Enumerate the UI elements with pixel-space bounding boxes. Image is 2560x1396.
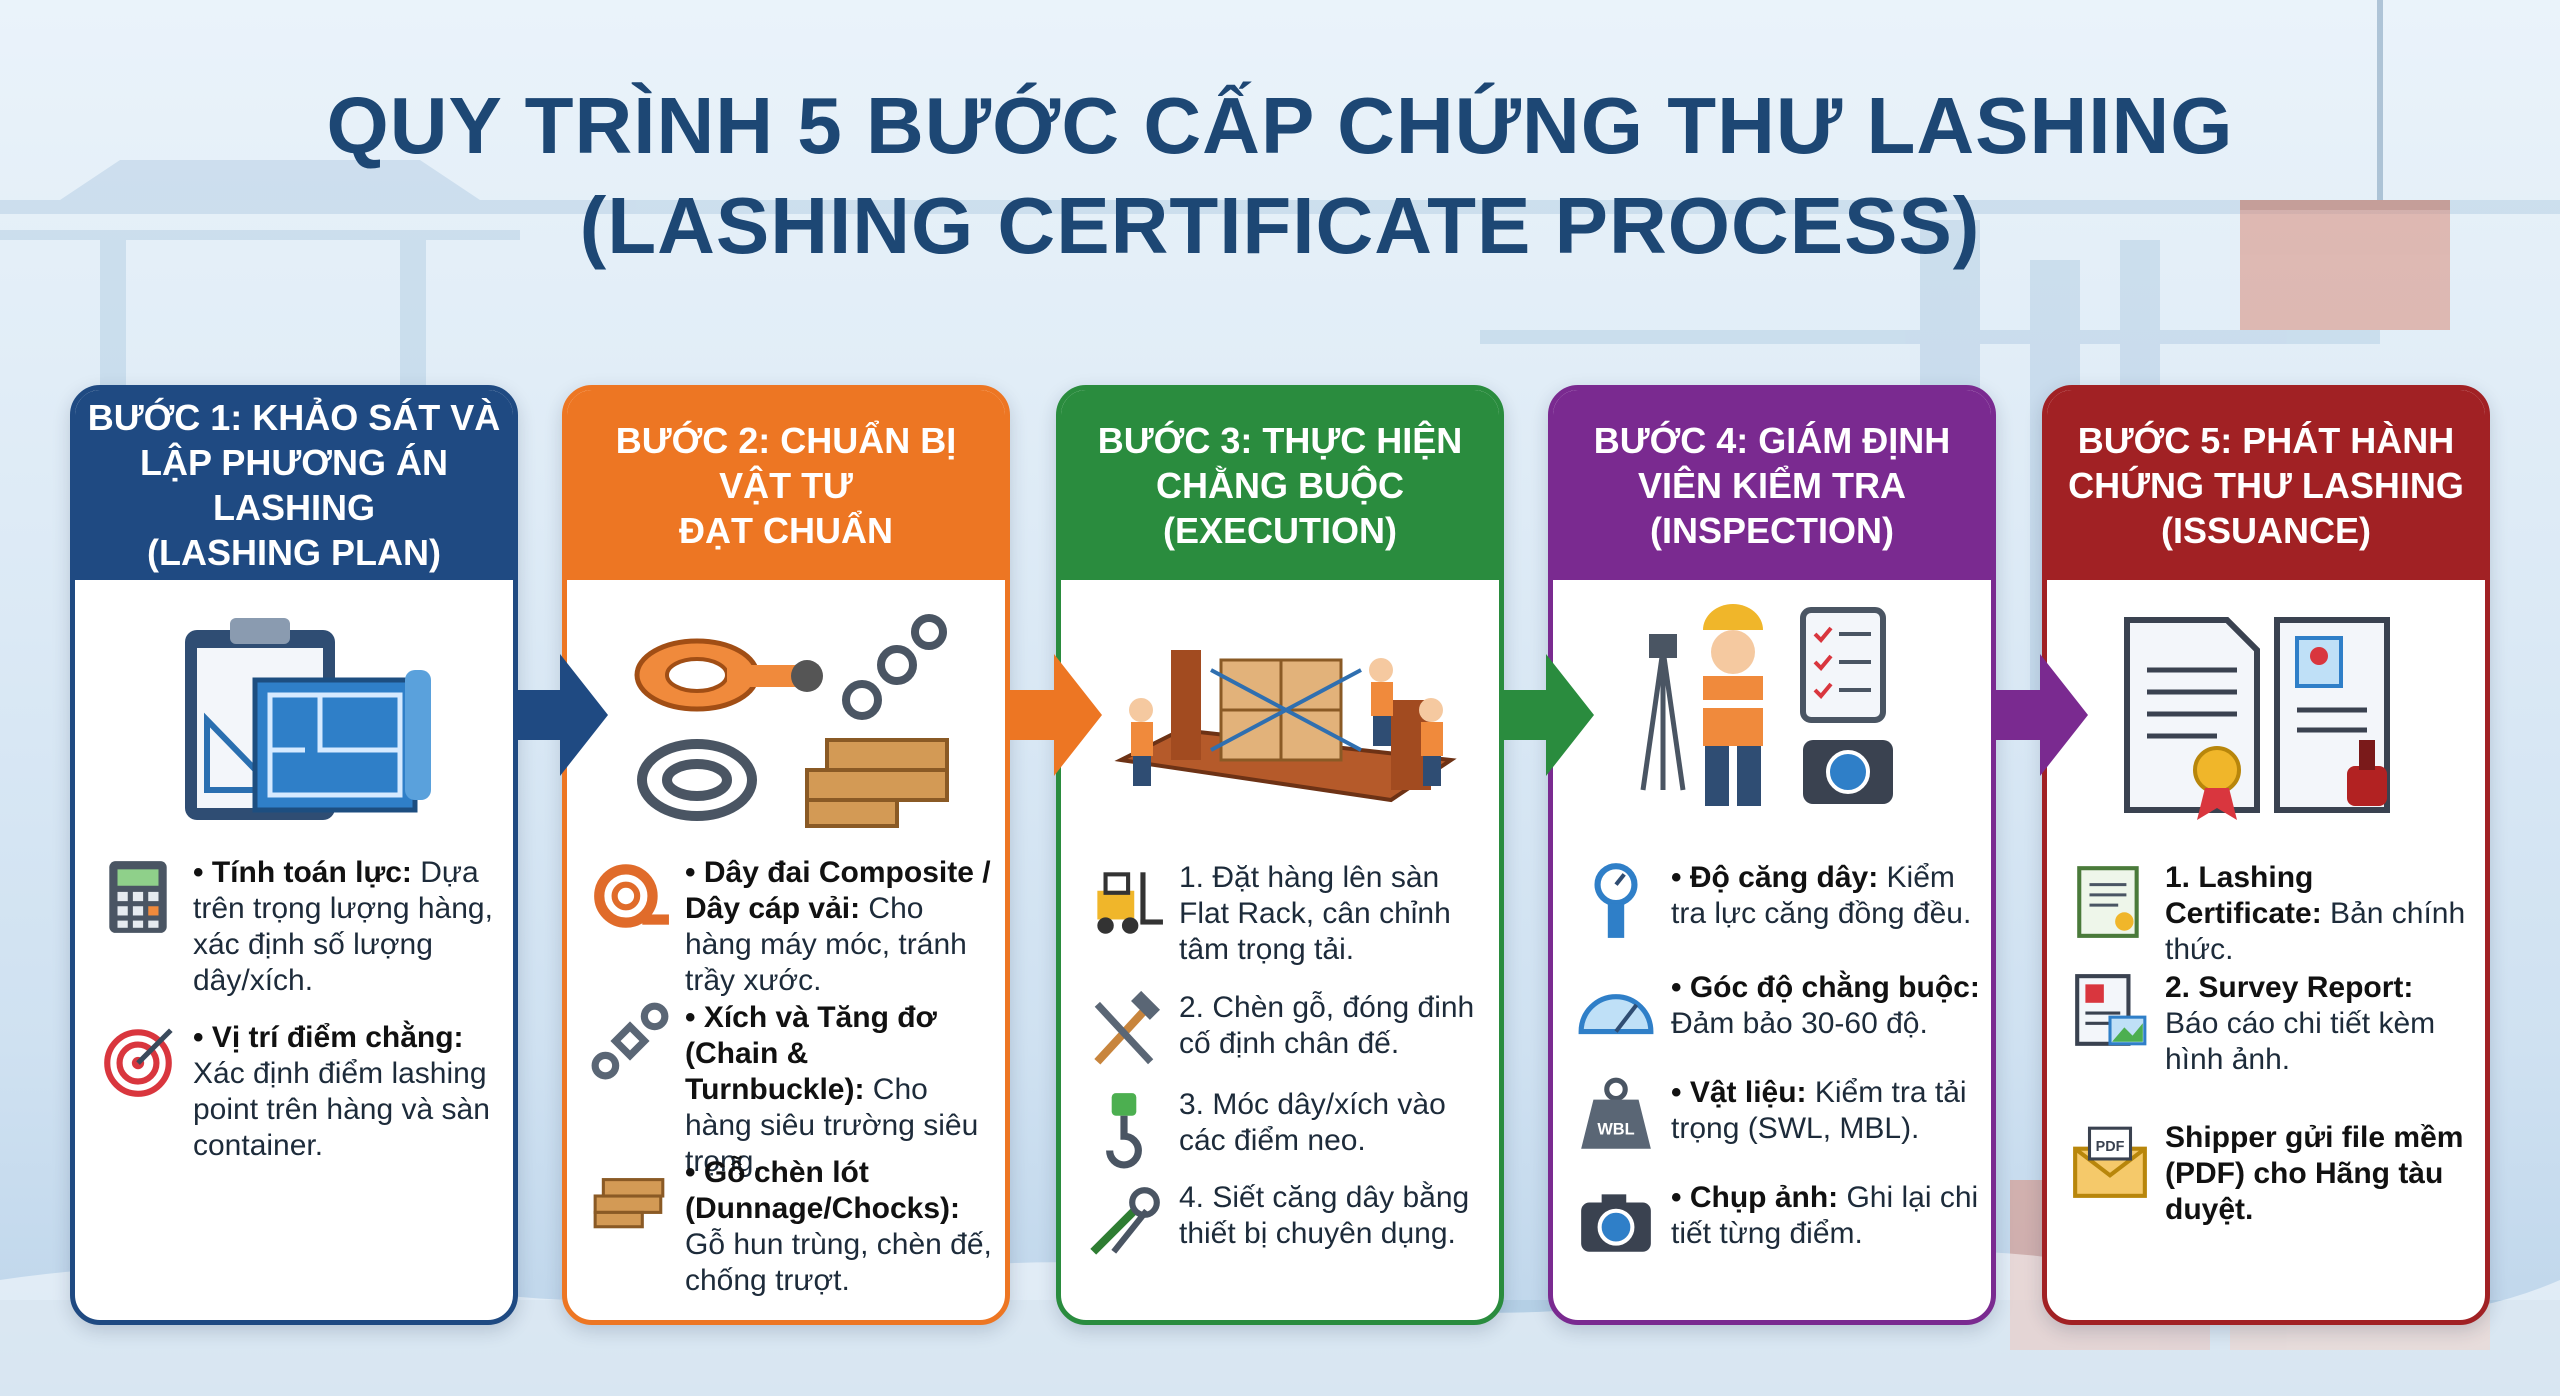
step-3-title-line: BƯỚC 3: THỰC HIỆN [1097,419,1463,461]
item-text: • Chụp ảnh: Ghi lại chi tiết từng điểm. [1671,1181,1979,1250]
item-text: Shipper gửi file mềm (PDF) cho Hãng tàu … [2165,1121,2464,1226]
inspector-icon [1640,604,1893,806]
arrow-right-icon [1500,654,1594,776]
step-5-title-line: BƯỚC 5: PHÁT HÀNH [2077,419,2455,461]
arrow-right-icon [514,654,608,776]
turnbuckle-icon [591,1002,669,1080]
item-text: • Vị trí điểm chằng: Xác định điểm lashi… [193,1021,490,1162]
report-icon [2075,974,2147,1046]
step-2-title-line: VẬT TƯ [719,464,853,506]
svg-text:PDF: PDF [2096,1139,2125,1155]
certificate-documents-icon [2124,617,2390,820]
item-text: • Gỗ chèn lót (Dunnage/Chocks): Gỗ hun t… [685,1156,992,1297]
step-2-header: BƯỚC 2: CHUẨN BỊ VẬT TƯ ĐẠT CHUẨN [567,390,1005,580]
step-4-title-line: (INSPECTION) [1649,509,1894,551]
item-text: 4. Siết căng dây bằng thiết bị chuyên dụ… [1179,1181,1470,1250]
target-icon [104,1028,173,1097]
calculator-icon [109,861,167,933]
arrow-right-icon [1008,654,1102,776]
clipboard-blueprint-icon [185,618,431,820]
step-1-card: BƯỚC 1: KHẢO SÁT VÀ LẬP PHƯƠNG ÁN LASHIN… [70,385,518,1325]
tensioner-icon [1090,1187,1160,1255]
step-4-title-line: VIÊN KIỂM TRA [1637,464,1906,506]
hook-icon [1106,1093,1142,1169]
step-3-title-line: CHẰNG BUỘC [1156,464,1404,506]
workers-flat-rack-icon [1114,650,1457,803]
step-5-header: BƯỚC 5: PHÁT HÀNH CHỨNG THƯ LASHING (ISS… [2047,390,2485,580]
item-text: • Tính toán lực: Dựa trên trọng lượng hà… [193,856,493,997]
strap-roll-icon [594,864,669,928]
pdf-mail-icon: PDF [2073,1126,2147,1198]
item-text: • Xích và Tăng đơ (Chain & Turnbuckle): … [685,1001,979,1178]
step-1-title-line: LẬP PHƯƠNG ÁN LASHING [140,442,448,528]
step-3-title-line: (EXECUTION) [1163,509,1397,551]
svg-text:WBL: WBL [1597,1120,1634,1138]
camera-icon [1581,1194,1651,1252]
step-4-title-line: BƯỚC 4: GIÁM ĐỊNH [1593,419,1951,461]
step-1-title-line: BƯỚC 1: KHẢO SÁT VÀ [87,397,501,438]
step-4-card: BƯỚC 4: GIÁM ĐỊNH VIÊN KIỂM TRA (INSPECT… [1548,385,1996,1325]
title-line-2: (LASHING CERTIFICATE PROCESS) [579,181,1981,270]
item-text: • Dây đai Composite / Dây cáp vải: Cho h… [685,856,991,997]
title-line-1: QUY TRÌNH 5 BƯỚC CẤP CHỨNG THƯ LASHING [326,81,2234,170]
item-text: 2. Survey Report: Báo cáo chi tiết kèm h… [2165,971,2436,1076]
item-text: • Góc độ chằng buộc: Đảm bảo 30-60 độ. [1671,971,1980,1040]
step-3-header: BƯỚC 3: THỰC HIỆN CHẰNG BUỘC (EXECUTION) [1061,390,1499,580]
step-1-header: BƯỚC 1: KHẢO SÁT VÀ LẬP PHƯƠNG ÁN LASHIN… [75,390,513,580]
protractor-icon [1578,994,1654,1035]
gauge-icon [1594,863,1638,938]
wood-icon [593,1178,665,1229]
item-text: • Độ căng dây: Kiểm tra lực căng đồng đề… [1671,861,1972,930]
step-5-title-line: (ISSUANCE) [2160,509,2371,551]
item-text: 2. Chèn gỗ, đóng đinh cố định chân đế. [1179,991,1475,1060]
step-3-card: BƯỚC 3: THỰC HIỆN CHẰNG BUỘC (EXECUTION)… [1056,385,1504,1325]
step-2-title-line: BƯỚC 2: CHUẨN BỊ [615,419,957,461]
step-5-title-line: CHỨNG THƯ LASHING [2068,464,2464,506]
hammer-icon [1094,990,1161,1065]
arrow-right-icon [1994,654,2088,776]
item-text: • Vật liệu: Kiểm tra tải trọng (SWL, MBL… [1671,1076,1967,1145]
step-4-header: BƯỚC 4: GIÁM ĐỊNH VIÊN KIỂM TRA (INSPECT… [1553,390,1991,580]
weight-icon: WBL [1581,1077,1651,1149]
item-text: 1. Đặt hàng lên sàn Flat Rack, cân chỉnh… [1179,861,1451,966]
step-1-title-line: (LASHING PLAN) [147,532,441,573]
certificate-icon [2077,866,2139,938]
lashing-materials-icon [634,614,949,828]
forklift-icon [1097,872,1163,934]
item-text: 1. Lashing Certificate: Bản chính thức. [2165,861,2466,966]
item-text: 3. Móc dây/xích vào các điểm neo. [1179,1088,1446,1157]
step-5-card: BƯỚC 5: PHÁT HÀNH CHỨNG THƯ LASHING (ISS… [2042,385,2490,1325]
step-2-title-line: ĐẠT CHUẨN [679,509,893,551]
step-2-card: BƯỚC 2: CHUẨN BỊ VẬT TƯ ĐẠT CHUẨN • Dây … [562,385,1010,1325]
